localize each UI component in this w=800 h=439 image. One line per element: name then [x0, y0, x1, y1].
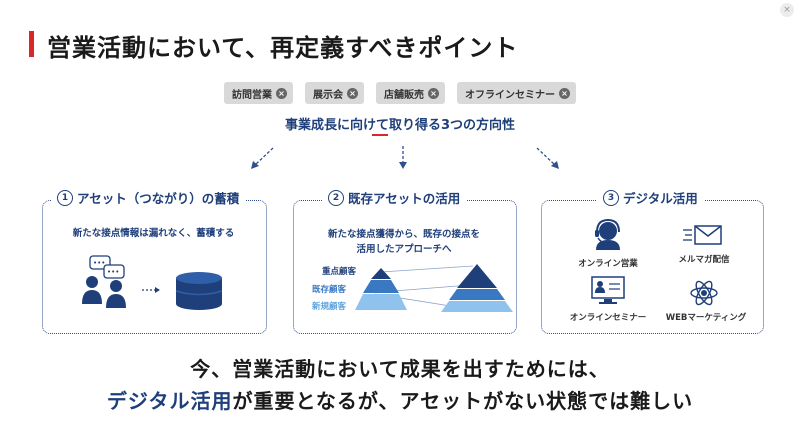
card-1-desc: 新たな接点情報は漏れなく、蓄積する	[72, 228, 235, 239]
remove-icon[interactable]: ×	[559, 87, 570, 99]
card-title: 既存アセットの活用	[348, 191, 461, 206]
conclusion-line-2: デジタル活用が重要となるが、アセットがない状態では難しい	[0, 385, 800, 414]
pyramid-left-tier-2	[363, 280, 399, 293]
people-icon	[82, 276, 126, 308]
title-accent-bar	[29, 31, 34, 57]
close-button[interactable]: ×	[780, 3, 794, 17]
pyramid-left-tier-1	[371, 268, 391, 279]
tag-offline-seminar[interactable]: オフラインセミナー ×	[457, 82, 576, 104]
direction-heading: 事業成長に向けて取り得る3つの方向性	[284, 118, 516, 133]
remove-icon[interactable]: ×	[276, 87, 287, 99]
pyramid-label-new: 新規顧客	[311, 302, 346, 312]
pyramid-label-key: 重点顧客	[321, 267, 356, 277]
tag-store-sales[interactable]: 店舗販売 ×	[376, 82, 445, 104]
conclusion-accent: デジタル活用	[106, 389, 233, 413]
database-icon	[175, 272, 223, 310]
card-number: 1	[57, 189, 73, 206]
webinar-icon	[591, 276, 625, 304]
card-number: 2	[328, 189, 344, 206]
tag-label: オフラインセミナー	[465, 89, 555, 101]
pyramid-right-tier-2	[449, 289, 505, 300]
tag-label: 展示会	[313, 89, 343, 101]
conclusion-rest: が重要となるが、アセットがない状態では難しい	[232, 389, 694, 413]
tag-exhibition[interactable]: 展示会 ×	[305, 82, 364, 104]
remove-icon[interactable]: ×	[428, 87, 439, 99]
atom-icon	[690, 280, 718, 306]
headset-icon	[595, 218, 620, 250]
card-title: デジタル活用	[623, 191, 698, 206]
item-online-seminar: オンラインセミナー	[569, 313, 647, 323]
pyramid-label-existing: 既存顧客	[311, 285, 346, 295]
page-title: 営業活動において、再定義すべきポイント	[47, 34, 519, 62]
card-title: アセット（つながり）の蓄積	[77, 191, 240, 206]
pyramid-right-tier-3	[441, 301, 513, 312]
item-web-marketing: WEBマーケティング	[665, 313, 747, 323]
people-to-database-illustration: ••• •••	[82, 255, 223, 310]
item-newsletter: メルマガ配信	[678, 255, 730, 265]
heading-underline	[372, 134, 388, 136]
svg-text:•••: •••	[93, 259, 105, 267]
remove-icon[interactable]: ×	[347, 87, 358, 99]
arrow-left	[254, 147, 274, 166]
conclusion-line-1: 今、営業活動において成果を出すためには、	[190, 357, 610, 381]
tag-label: 訪問営業	[232, 89, 272, 101]
customer-pyramid-illustration	[355, 264, 513, 312]
mail-icon	[683, 225, 722, 245]
card-2-header: 2 既存アセットの活用	[322, 188, 467, 207]
card-2-desc: 新たな接点獲得から、既存の接点を 活用したアプローチへ	[327, 229, 480, 255]
card-number: 3	[603, 189, 619, 206]
pyramid-left-tier-3	[355, 294, 407, 310]
chat-bubbles-icon: ••• •••	[89, 255, 125, 279]
tag-label: 店舗販売	[384, 89, 424, 101]
channel-tags: 訪問営業 × 展示会 × 店舗販売 × オフラインセミナー ×	[0, 82, 800, 104]
arrow-right	[536, 147, 556, 166]
pyramid-right-tier-1	[457, 264, 497, 288]
direction-arrows	[251, 146, 559, 169]
item-online-sales: オンライン営業	[578, 259, 638, 269]
svg-text:•••: •••	[107, 268, 119, 276]
tag-visit-sales[interactable]: 訪問営業 ×	[224, 82, 293, 104]
card-3-header: 3 デジタル活用	[597, 188, 704, 207]
card-1-header: 1 アセット（つながり）の蓄積	[51, 188, 246, 207]
